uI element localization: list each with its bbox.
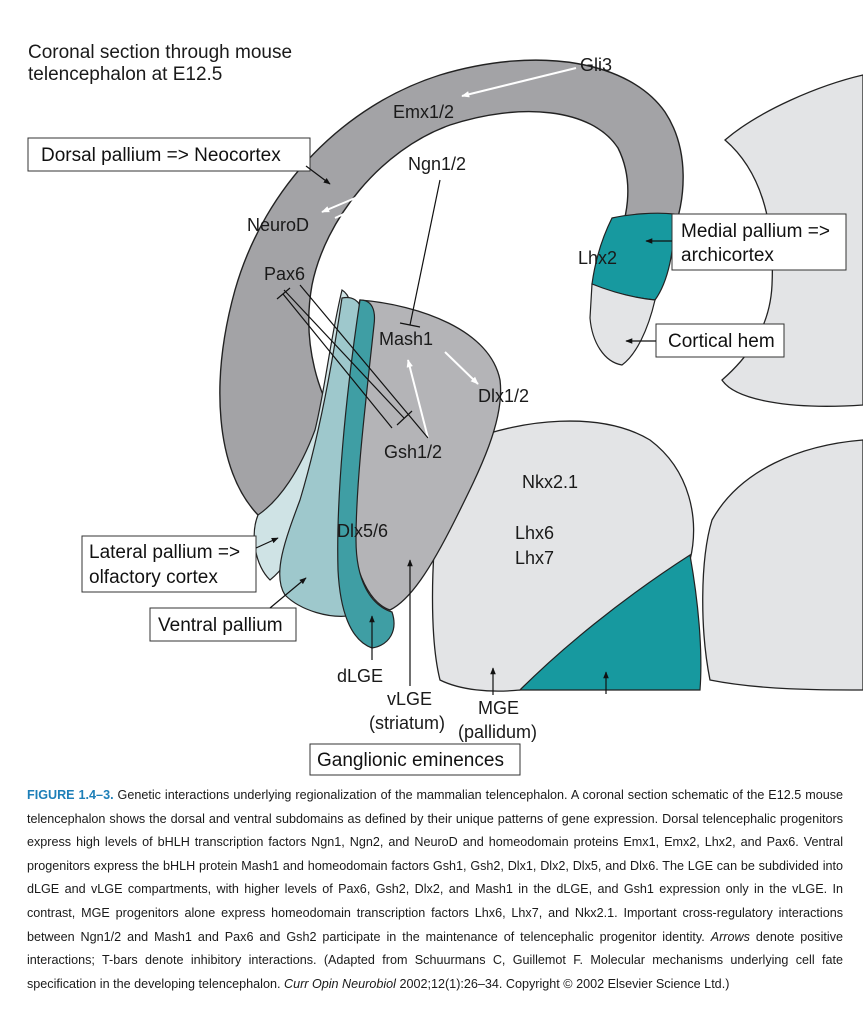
cortical-hem-region <box>589 283 656 366</box>
gene-label-dlx12: Dlx1/2 <box>478 386 529 406</box>
arrow-ngn-to-neurod <box>321 176 406 213</box>
dorsal-pallium-box-label: Dorsal pallium => Neocortex <box>41 145 281 166</box>
arrow-dorsal-box-pointer <box>305 165 331 185</box>
gene-label-neurod: NeuroD <box>247 215 309 235</box>
gene-label-emx: Emx1/2 <box>393 102 454 122</box>
gene-label-pax6: Pax6 <box>264 264 305 284</box>
lateral-pallium-box: Lateral pallium => olfactory cortex <box>81 535 257 593</box>
cortical-hem-box: Cortical hem <box>655 323 785 358</box>
gene-label-dlx56: Dlx5/6 <box>337 521 388 541</box>
figure-label: FIGURE 1.4–3. <box>27 788 114 802</box>
lateral-pallium-box-label-1: Lateral pallium => <box>89 542 240 563</box>
ventral-pallium-box-label: Ventral pallium <box>158 615 283 636</box>
arrow-ventral-box-pointer <box>269 577 307 609</box>
diagram-title-line-2: telencephalon at E12.5 <box>28 64 222 85</box>
arrow-lateral-box-pointer <box>255 537 279 549</box>
ventral-pallium-box: Ventral pallium <box>149 607 297 642</box>
region-label-mge-1: MGE <box>478 698 519 718</box>
region-label-vlge-2: (striatum) <box>369 713 445 733</box>
gene-label-lhx2: Lhx2 <box>578 248 617 268</box>
arrow-mash1-to-dlx12 <box>444 351 479 385</box>
caption-text-1: Genetic interactions underlying regional… <box>27 788 844 944</box>
telencephalon-diagram: Coronal section through mouse telencepha… <box>27 42 863 776</box>
caption-text-3: 2002;12(1):26–34. Copyright © 2002 Elsev… <box>395 976 730 991</box>
gene-label-ngn: Ngn1/2 <box>408 154 466 174</box>
pax6-gsh-line <box>299 284 429 439</box>
contralateral-ventral-shape <box>702 439 863 691</box>
cortical-hem-box-label: Cortical hem <box>668 331 775 352</box>
tbar-pax6-to-gsh <box>283 289 413 426</box>
gene-label-lhx7: Lhx7 <box>515 548 554 568</box>
region-label-mge-2: (pallidum) <box>458 722 537 742</box>
gene-label-gsh: Gsh1/2 <box>384 442 442 462</box>
region-label-vlge-1: vLGE <box>387 689 432 709</box>
caption-arrows-em: Arrows <box>710 929 750 944</box>
tbar-ngn-to-mash1 <box>399 179 441 328</box>
gene-label-mash1: Mash1 <box>379 329 433 349</box>
gene-label-lhx6: Lhx6 <box>515 523 554 543</box>
medial-pallium-box-label-2: archicortex <box>681 245 774 266</box>
arrow-gli3-to-emx <box>461 67 577 98</box>
tbar-gsh-to-pax6 <box>276 287 393 429</box>
caption-journal-em: Curr Opin Neurobiol <box>283 976 396 991</box>
figure-caption: FIGURE 1.4–3. Genetic interactions under… <box>27 784 843 996</box>
dorsal-pallium-box: Dorsal pallium => Neocortex <box>27 137 311 172</box>
gene-label-gli3: Gli3 <box>580 55 612 75</box>
ganglionic-eminences-box-label: Ganglionic eminences <box>317 750 504 771</box>
ganglionic-eminences-box: Ganglionic eminences <box>309 743 521 776</box>
medial-pallium-box-label-1: Medial pallium => <box>681 221 830 242</box>
region-label-dlge: dLGE <box>337 666 383 686</box>
medial-pallium-box: Medial pallium => archicortex <box>671 213 847 271</box>
diagram-title-line-1: Coronal section through mouse <box>28 42 292 63</box>
caption-text-2: denote positive interactions; T-bars den… <box>27 929 843 991</box>
lateral-pallium-box-label-2: olfactory cortex <box>89 567 218 588</box>
arrow-neurod-to-ngn <box>334 182 413 219</box>
gene-label-nkx: Nkx2.1 <box>522 472 578 492</box>
arrow-gsh-to-mash1 <box>406 359 429 439</box>
dlge-strip-region <box>337 299 395 649</box>
mge-teal-region <box>518 554 702 691</box>
